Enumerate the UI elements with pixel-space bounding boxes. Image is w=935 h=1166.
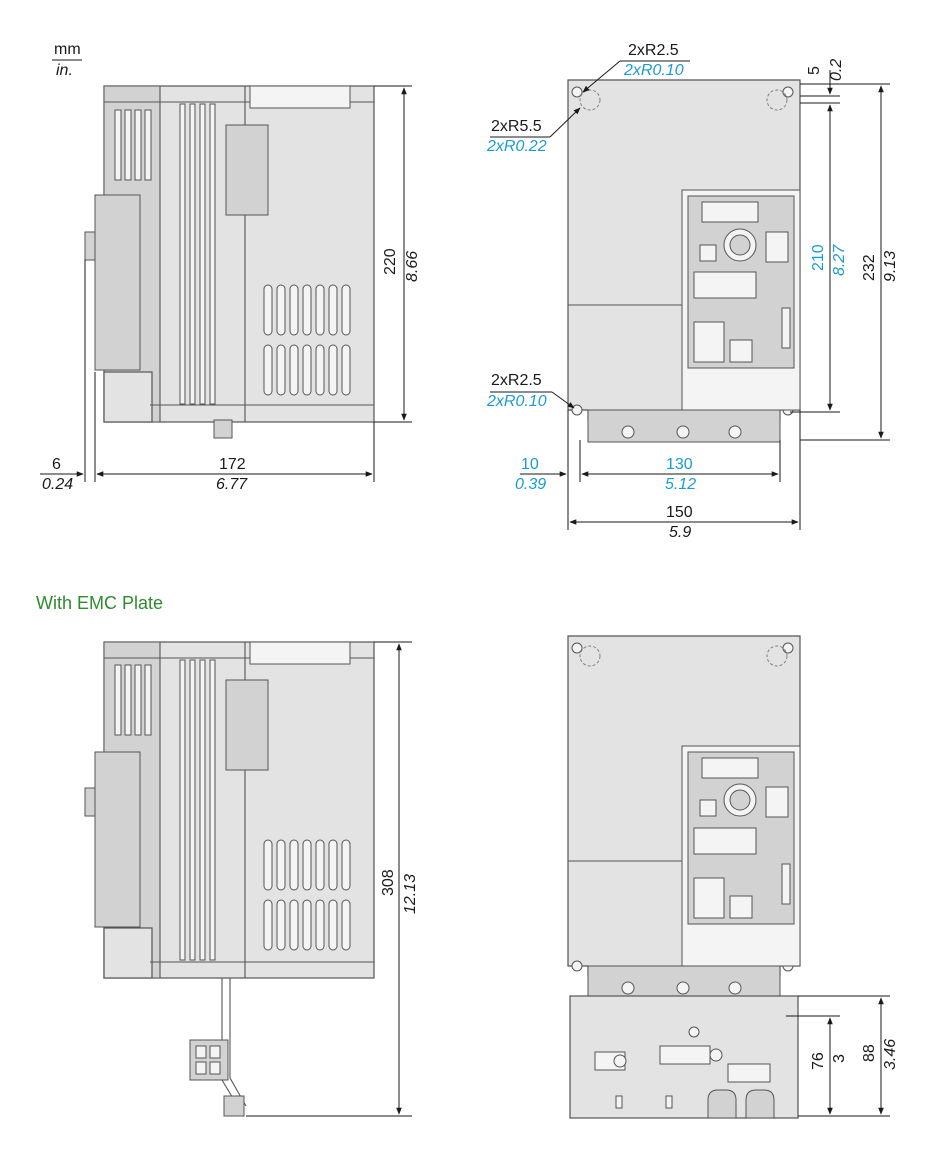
hole-height-mm-label: 210 <box>810 244 827 271</box>
radius-mid-mm-label: 2xR5.5 <box>491 118 542 135</box>
front-view-top-dimensions <box>490 60 890 530</box>
radius-bottom-in-label: 2xR0.10 <box>487 393 547 410</box>
offset-mm-label: 6 <box>52 456 61 473</box>
width-in-label: 5.9 <box>669 524 692 541</box>
total-height-mm-label: 232 <box>861 254 878 281</box>
radius-mid-in-label: 2xR0.22 <box>487 138 547 155</box>
side-view-bottom <box>84 641 375 1117</box>
plate-hole-mm-label: 76 <box>810 1052 827 1070</box>
depth-mm-label: 172 <box>219 456 246 473</box>
units-in-label: in. <box>56 62 73 79</box>
top-offset-mm-label: 5 <box>806 66 823 75</box>
hole-spacing-mm-label: 130 <box>666 456 693 473</box>
front-view-bottom-dimensions <box>786 995 890 1117</box>
plate-height-in-label: 3.46 <box>882 1038 899 1070</box>
edge-offset-mm-label: 10 <box>521 456 539 473</box>
vent-slots-right <box>263 284 351 396</box>
radius-top-in-label: 2xR0.10 <box>624 62 684 79</box>
section-title: With EMC Plate <box>36 593 164 613</box>
side-view-top-dimensions <box>40 85 412 482</box>
emc-height-mm-label: 308 <box>380 869 397 896</box>
front-view-bottom <box>567 635 801 1119</box>
units-mm-label: mm <box>54 41 81 58</box>
plate-height-mm-label: 88 <box>861 1044 878 1062</box>
height-mm-label: 220 <box>382 248 399 275</box>
hole-height-in-label: 8.27 <box>831 244 848 276</box>
width-mm-label: 150 <box>666 504 693 521</box>
top-offset-in-label: 0.2 <box>828 58 845 81</box>
hole-spacing-in-label: 5.12 <box>665 476 697 493</box>
plate-hole-in-label: 3 <box>831 1054 848 1063</box>
height-in-label: 8.66 <box>404 250 421 282</box>
radius-bottom-mm-label: 2xR2.5 <box>491 372 542 389</box>
depth-in-label: 6.77 <box>216 476 248 493</box>
vent-slots-left <box>114 109 152 181</box>
side-view-bottom-dimensions <box>246 641 412 1117</box>
offset-in-label: 0.24 <box>42 476 74 493</box>
total-height-in-label: 9.13 <box>882 250 899 282</box>
vent-grill-middle <box>179 103 216 405</box>
radius-top-mm-label: 2xR2.5 <box>628 42 679 59</box>
side-view-top <box>84 85 375 439</box>
front-view-top <box>567 79 801 443</box>
emc-height-in-label: 12.13 <box>402 873 419 914</box>
edge-offset-in-label: 0.39 <box>515 476 547 493</box>
